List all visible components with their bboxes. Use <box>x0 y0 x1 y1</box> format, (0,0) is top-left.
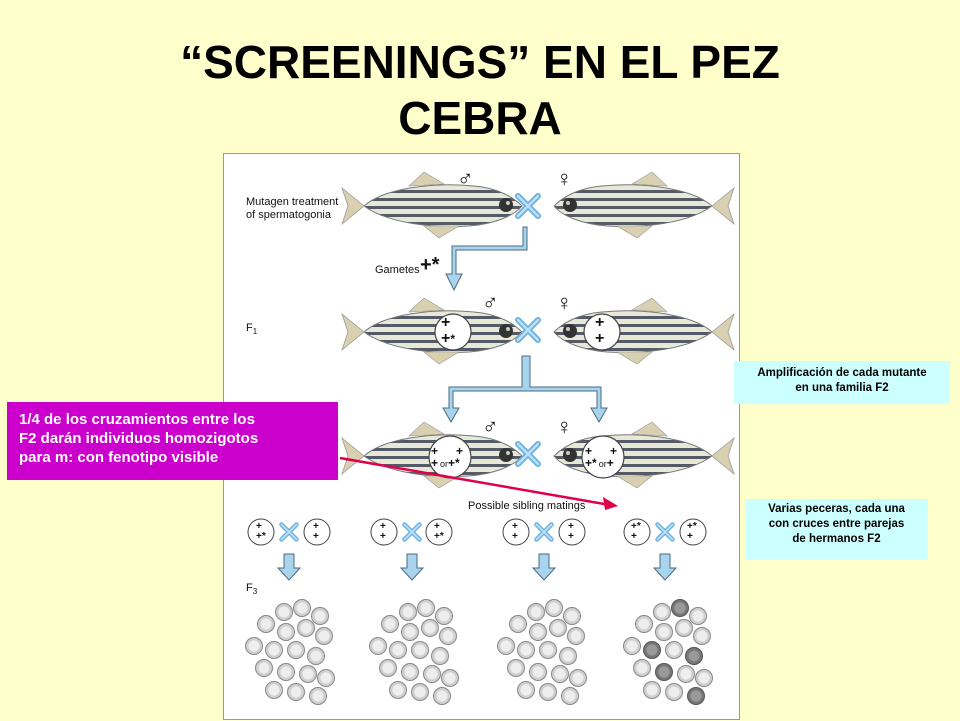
sib3-right-genotype: ++ <box>568 521 574 542</box>
title-line-2: CEBRA <box>398 92 562 144</box>
f3-clutch-2 <box>369 599 459 705</box>
sibling-matings-label: Possible sibling matings <box>468 500 586 512</box>
sibling-mating-1 <box>247 518 331 546</box>
p0-female-fish <box>554 172 734 238</box>
sibling-mating-2 <box>370 518 453 546</box>
p0-female-symbol: ♀ <box>556 166 573 191</box>
f3-arrow-1 <box>277 553 301 581</box>
gametes-label: Gametes <box>375 264 420 276</box>
f1-female-genotype: ++ <box>595 314 605 347</box>
f1-male-symbol: ♂ <box>482 290 499 315</box>
f2-female-fish <box>554 422 734 488</box>
figure-graphics <box>245 171 741 705</box>
f2-male-symbol: ♂ <box>482 414 499 439</box>
f3-arrow-2 <box>400 553 424 581</box>
sib4-right-genotype: +*+ <box>687 521 697 542</box>
sib2-left-genotype: ++ <box>380 521 386 542</box>
f1-cross-icon <box>518 320 538 340</box>
f2-male-genotype: ++ +or+* <box>431 444 464 470</box>
f1-female-genotype-circle <box>583 313 621 351</box>
gamete-arrow <box>445 226 528 292</box>
sib3-left-genotype: ++ <box>512 521 518 542</box>
f2-cross-icon <box>518 444 538 464</box>
homozygote-callout: 1/4 de los cruzamientos entre los F2 dar… <box>7 402 338 480</box>
f3-arrow-3 <box>532 553 556 581</box>
f1-female-symbol: ♀ <box>556 290 573 315</box>
f3-clutch-3 <box>497 599 587 705</box>
f2-female-symbol: ♀ <box>556 414 573 439</box>
title-line-1: “SCREENINGS” EN EL PEZ <box>180 36 780 88</box>
f3-clutch-1 <box>245 599 335 705</box>
amplification-callout: Amplificación de cada mutante en una fam… <box>734 361 950 404</box>
gamete-genotype: +* <box>420 254 440 276</box>
f3-label: F3 <box>246 582 258 597</box>
sibling-mating-3 <box>502 518 586 546</box>
sib1-left-genotype: ++* <box>256 521 266 542</box>
p0-male-fish <box>341 171 523 239</box>
f1-label: F1 <box>246 322 258 337</box>
f3-arrow-4 <box>653 553 677 581</box>
sibling-mating-4 <box>623 518 707 546</box>
f1-female-fish <box>554 298 734 364</box>
f1-male-genotype-circle <box>434 313 472 351</box>
f3-clutch-4-with-mutants <box>623 599 713 705</box>
sib1-right-genotype: ++ <box>313 521 319 542</box>
p0-male-symbol: ♂ <box>457 166 474 191</box>
f1-male-genotype: + +* <box>441 314 456 347</box>
sib4-left-genotype: +*+ <box>631 521 641 542</box>
slide-title: “SCREENINGS” EN EL PEZ CEBRA <box>0 34 960 146</box>
tanks-callout: Varias peceras, cada una con cruces entr… <box>745 499 928 560</box>
f2-female-genotype: ++ +*or+ <box>585 444 618 470</box>
f1-split-arrow <box>442 355 608 424</box>
sib2-right-genotype: ++* <box>434 521 444 542</box>
